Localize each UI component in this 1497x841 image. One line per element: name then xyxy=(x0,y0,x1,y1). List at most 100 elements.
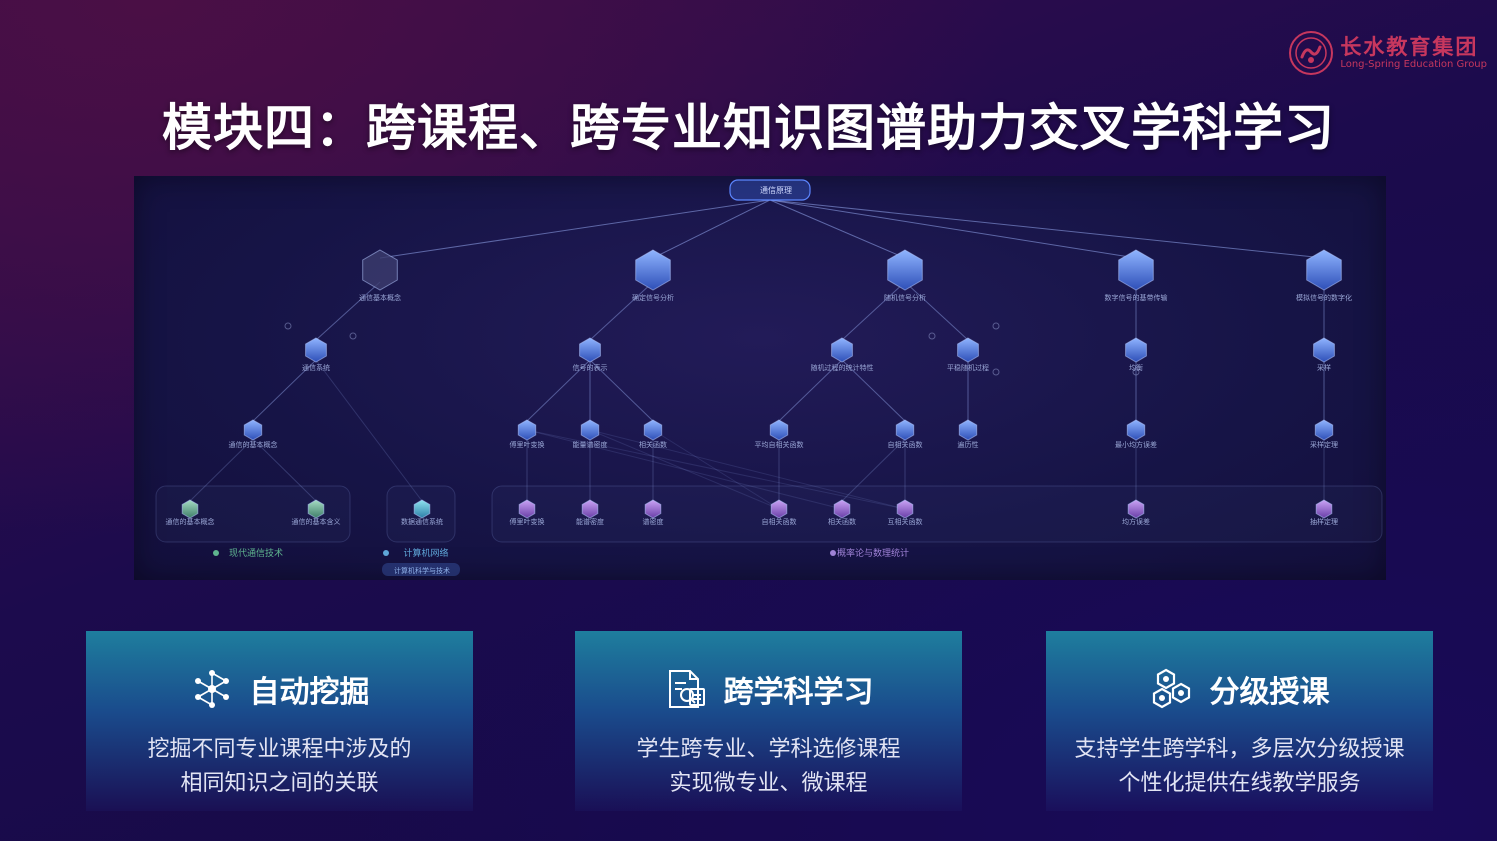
graph-dot xyxy=(992,322,1000,330)
graph-edge xyxy=(841,359,906,422)
graph-group-label: 概率论与数理统计 xyxy=(837,547,909,559)
logo-name-en: Long-Spring Education Group xyxy=(1340,59,1487,70)
graph-label-level3: 遍历性 xyxy=(958,440,979,449)
graph-group-label: 现代通信技术 xyxy=(229,547,283,559)
graph-node-level2[interactable] xyxy=(579,337,601,363)
graph-root-label: 通信原理 xyxy=(760,185,792,195)
card-tiered-teaching: 分级授课 支持学生跨学科，多层次分级授课 个性化提供在线教学服务 xyxy=(1046,631,1433,811)
graph-edge xyxy=(315,281,381,341)
graph-edge xyxy=(589,429,906,510)
graph-label-level4: 自相关函数 xyxy=(762,517,797,526)
card-title-cross-discipline: 跨学科学习 xyxy=(723,675,874,710)
graph-label-level1: 随机信号分析 xyxy=(884,293,926,302)
graph-edge xyxy=(904,281,969,341)
graph-node-level3[interactable] xyxy=(1314,419,1334,441)
document-search-icon xyxy=(668,670,705,708)
graph-edge xyxy=(778,359,843,422)
graph-node-level2[interactable] xyxy=(305,337,327,363)
graph-label-level4: 能谱密度 xyxy=(576,517,604,526)
graph-edge xyxy=(526,429,906,510)
graph-node-level4[interactable] xyxy=(896,499,914,519)
graph-label-level2: 采样 xyxy=(1317,363,1331,372)
group-marker xyxy=(213,550,219,556)
page-title: 模块四：跨课程、跨专业知识图谱助力交叉学科学习 xyxy=(162,99,1335,157)
graph-label-level1: 通信基本概念 xyxy=(359,293,401,302)
graph-edge xyxy=(769,199,906,259)
graph-node-level4[interactable] xyxy=(1315,499,1333,519)
graph-label-level2: 平稳随机过程 xyxy=(947,363,989,372)
graph-label-level2: 随机过程的统计特性 xyxy=(811,363,874,372)
graph-label-level3: 平均自相关函数 xyxy=(755,440,804,449)
card-desc-line1: 挖掘不同专业课程中涉及的 xyxy=(147,737,412,762)
graph-node-level1[interactable] xyxy=(1118,249,1154,291)
graph-label-level1: 数字信号的基带传输 xyxy=(1105,293,1168,302)
graph-node-level3[interactable] xyxy=(895,419,915,441)
graph-node-level1[interactable] xyxy=(362,249,398,291)
graph-dot xyxy=(349,332,357,340)
graph-node-level1[interactable] xyxy=(1306,249,1342,291)
graph-label-level3: 能量谱密度 xyxy=(573,440,608,449)
graph-label-level2: 信号的表示 xyxy=(573,363,608,372)
graph-edge xyxy=(769,199,1325,259)
graph-node-level4[interactable] xyxy=(307,499,325,519)
graph-label-level1: 确定信号分析 xyxy=(632,293,674,302)
graph-node-level4[interactable] xyxy=(413,499,431,519)
graph-node-level4[interactable] xyxy=(833,499,851,519)
graph-edge xyxy=(526,359,591,422)
graph-label-level3: 通信的基本概念 xyxy=(229,440,278,449)
graph-node-level2[interactable] xyxy=(1125,337,1147,363)
graph-node-level3[interactable] xyxy=(1126,419,1146,441)
graph-node-level4[interactable] xyxy=(770,499,788,519)
graph-node-level3[interactable] xyxy=(580,419,600,441)
card-desc-line2: 相同知识之间的关联 xyxy=(180,771,379,796)
knowledge-graph-panel: 通信原理通信基本概念 确定信号分析 随机信号分析 数字信号的基带传输 模拟信号的数字化通… xyxy=(134,176,1386,580)
graph-label-level3: 傅里叶变换 xyxy=(510,440,545,449)
graph-node-level4[interactable] xyxy=(1127,499,1145,519)
graph-node-level2[interactable] xyxy=(1313,337,1335,363)
graph-edge xyxy=(526,429,843,510)
card-desc-line1: 学生跨专业、学科选修课程 xyxy=(636,737,901,762)
graph-edge xyxy=(769,199,1137,259)
graph-edge xyxy=(252,438,317,502)
card-desc-line1: 支持学生跨学科，多层次分级授课 xyxy=(1074,737,1405,762)
graph-label-level4: 均方误差 xyxy=(1122,517,1150,526)
graph-label-level1: 模拟信号的数字化 xyxy=(1296,293,1352,302)
graph-node-level1[interactable] xyxy=(635,249,671,291)
hexagon-cluster-icon xyxy=(1152,668,1190,709)
graph-node-level3[interactable] xyxy=(243,419,263,441)
graph-edge xyxy=(652,199,771,259)
graph-node-level3[interactable] xyxy=(517,419,537,441)
graph-node-level4[interactable] xyxy=(181,499,199,519)
card-auto-mining: 自动挖掘 挖掘不同专业课程中涉及的 相同知识之间的关联 xyxy=(86,631,473,811)
graph-dot xyxy=(928,332,936,340)
graph-edge xyxy=(589,429,780,510)
card-cross-discipline: 跨学科学习 学生跨专业、学科选修课程 实现微专业、微课程 xyxy=(575,631,962,811)
logo-emblem-icon xyxy=(1289,31,1334,75)
graph-label-level4: 傅里叶变换 xyxy=(510,517,545,526)
graph-node-level4[interactable] xyxy=(644,499,662,519)
graph-edge xyxy=(252,359,317,422)
card-desc-tiered-teaching: 支持学生跨学科，多层次分级授课 个性化提供在线教学服务 xyxy=(1046,733,1433,801)
graph-node-level4[interactable] xyxy=(518,499,536,519)
graph-group-label: 计算机网络 xyxy=(403,547,448,559)
graph-edge xyxy=(841,438,906,502)
company-logo: 长水教育集团 Long-Spring Education Group xyxy=(1288,30,1487,76)
graph-subgroup-label: 计算机科学与技术 xyxy=(394,566,450,575)
graph-root-node[interactable] xyxy=(729,179,811,201)
group-marker xyxy=(830,550,836,556)
graph-edge xyxy=(315,359,423,502)
graph-edge xyxy=(652,429,780,510)
graph-node-level3[interactable] xyxy=(769,419,789,441)
graph-node-level4[interactable] xyxy=(581,499,599,519)
card-desc-line2: 个性化提供在线教学服务 xyxy=(1118,771,1361,796)
graph-dot xyxy=(284,322,292,330)
graph-node-level2[interactable] xyxy=(957,337,979,363)
graph-node-level3[interactable] xyxy=(958,419,978,441)
graph-node-level3[interactable] xyxy=(643,419,663,441)
graph-label-level3: 采样定理 xyxy=(1310,440,1338,449)
graph-edge xyxy=(589,281,654,341)
card-desc-line2: 实现微专业、微课程 xyxy=(669,771,868,796)
graph-node-level1[interactable] xyxy=(887,249,923,291)
graph-node-level2[interactable] xyxy=(831,337,853,363)
